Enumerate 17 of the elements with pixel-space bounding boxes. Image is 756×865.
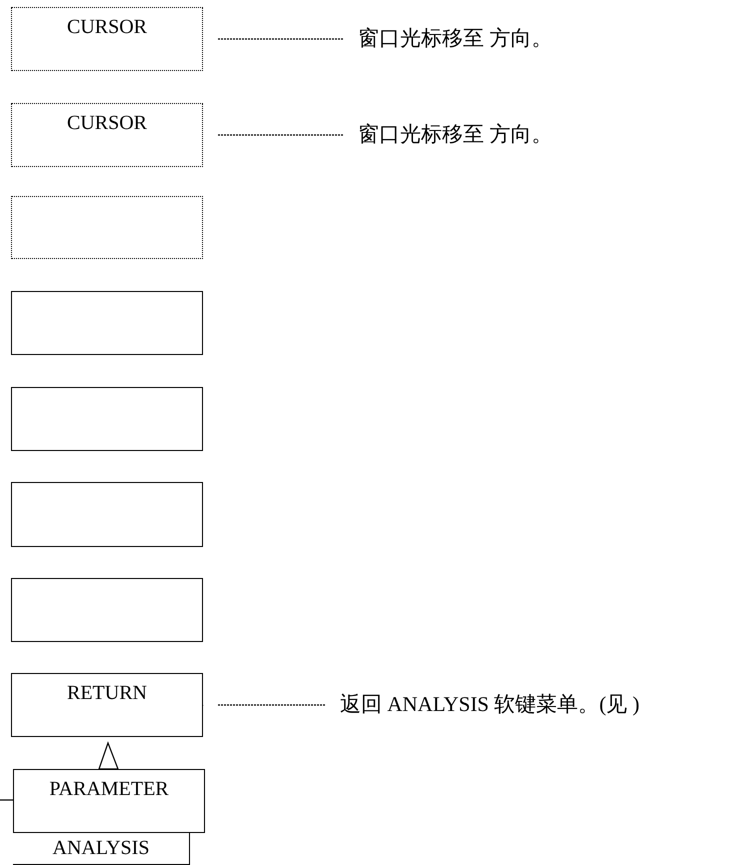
leader-line bbox=[218, 704, 325, 706]
annotation-text: 窗口光标移至 方向。 bbox=[358, 120, 658, 150]
blank-softkey-box bbox=[11, 387, 203, 451]
leader-line bbox=[218, 38, 343, 40]
triangle-arrow bbox=[98, 741, 119, 770]
softkey-box: PARAMETER bbox=[13, 769, 205, 833]
leader-line bbox=[218, 134, 343, 136]
softkey-box: CURSOR bbox=[11, 7, 203, 71]
softkey-box: CURSOR bbox=[11, 103, 203, 167]
blank-softkey-box bbox=[11, 291, 203, 355]
blank-softkey-box bbox=[11, 482, 203, 547]
annotation-text: 窗口光标移至 方向。 bbox=[358, 24, 658, 54]
blank-softkey-box bbox=[11, 578, 203, 642]
blank-softkey-box bbox=[11, 196, 203, 259]
softkey-box: RETURN bbox=[11, 673, 203, 737]
annotation-text: 返回 ANALYSIS 软键菜单。(见 ) bbox=[340, 690, 740, 720]
softkey-tab: ANALYSIS bbox=[13, 833, 190, 865]
